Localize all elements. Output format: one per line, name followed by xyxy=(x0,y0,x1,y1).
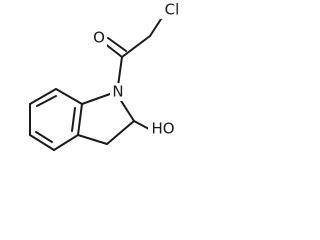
bond-carbonyl-nitrogen xyxy=(117,56,123,87)
bond-c3a-c4 xyxy=(53,134,79,151)
hydroxyl-label: HO xyxy=(151,120,174,138)
chlorine-label: Cl xyxy=(165,1,180,19)
bond-c2-oh xyxy=(133,120,150,130)
nitrogen-label-bg xyxy=(110,83,126,101)
bond-c7-c7a xyxy=(55,88,83,105)
bond-c7a-n xyxy=(81,93,111,105)
bond-inner-c7a-c3a xyxy=(71,107,76,132)
atom-labels: Cl O N HO xyxy=(91,1,186,138)
bond-carbonyl-oxygen-b xyxy=(107,37,127,52)
molecule-canvas: Cl O N HO xyxy=(0,0,192,170)
bond-c2-c3 xyxy=(106,120,135,145)
hydroxyl-label-bg xyxy=(148,120,178,138)
oxygen-label-bg xyxy=(91,29,107,47)
structure-diagram: Cl O N HO xyxy=(29,1,186,151)
ring-nitrogen-label: N xyxy=(112,83,123,101)
bond-c4-c5 xyxy=(29,134,55,151)
chlorine-label-bg xyxy=(158,1,186,19)
bond-inner-c6-c7 xyxy=(36,95,57,107)
bond-c6-c7 xyxy=(29,88,57,105)
bond-ch2-carbonyl xyxy=(121,35,151,58)
bond-cl-ch2 xyxy=(149,15,164,37)
carbonyl-oxygen-label: O xyxy=(93,29,105,47)
bond-inner-c4-c5 xyxy=(35,131,53,143)
bond-c7a-c3a xyxy=(77,103,83,136)
bond-c3-c3a xyxy=(77,134,108,145)
